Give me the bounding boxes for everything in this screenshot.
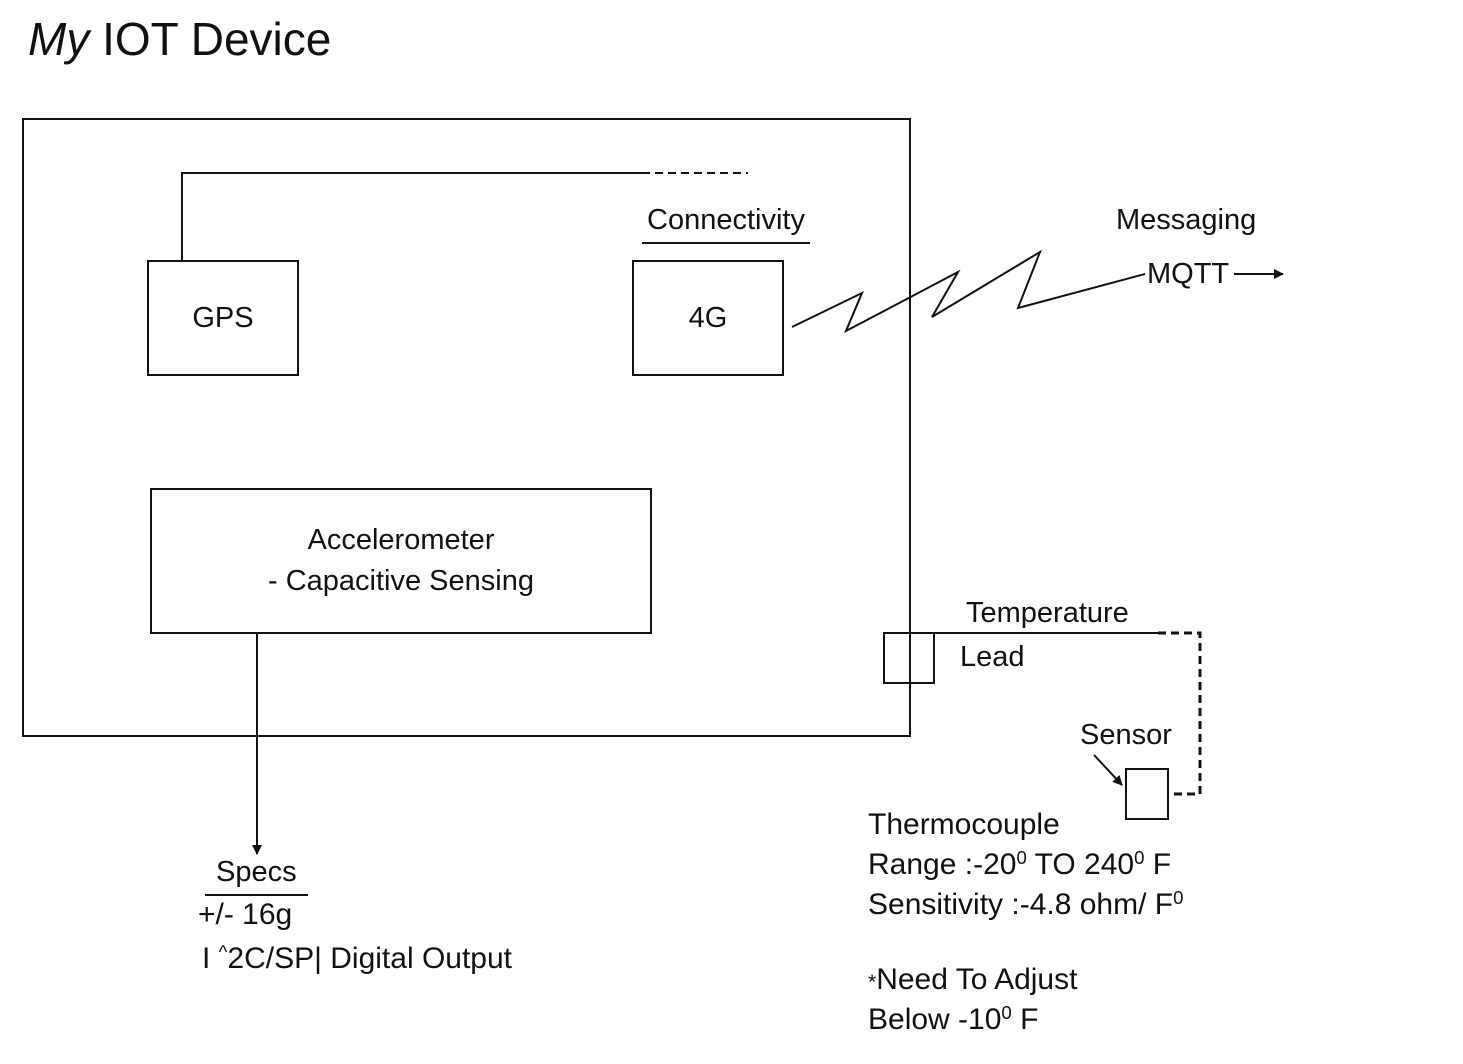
specs-line2-prefix: I [202, 942, 219, 975]
connectivity-heading: Connectivity [642, 204, 810, 244]
specs-line1: +/- 16g [198, 898, 293, 931]
range-mid: TO 240 [1026, 848, 1135, 881]
accelerometer-line1: Accelerometer [307, 524, 495, 557]
note-line2-prefix: Below -10 [868, 1003, 1002, 1036]
note-line1-text: Need To Adjust [876, 963, 1078, 996]
lead-label: Lead [960, 641, 1025, 673]
cellular-box [632, 260, 784, 376]
accelerometer-label: Accelerometer - Capacitive Sensing [151, 489, 651, 633]
gps-label: GPS [192, 301, 254, 334]
accelerometer-line2: - Capacitive Sensing [268, 565, 534, 597]
sensitivity-text: Sensitivity :-4.8 ohm/ F [868, 888, 1174, 921]
specs-line2-caret: ^ [218, 940, 228, 962]
specs-heading: Specs [205, 856, 308, 896]
gps-antenna-line [181, 172, 650, 261]
range-degree-1: 0 [1016, 846, 1027, 868]
device-enclosure [22, 118, 911, 737]
specs-line2: I ^2C/SP| Digital Output [202, 940, 512, 975]
wireless-link-zigzag [791, 249, 1146, 334]
range-suffix: F [1144, 848, 1172, 881]
connectivity-label: Connectivity [642, 204, 810, 244]
range-prefix: Range :-20 [868, 848, 1017, 881]
gps-box [147, 260, 299, 376]
adjust-note-line2: Below -100 F [868, 1001, 1039, 1036]
title-rest: IOT Device [102, 13, 332, 65]
page-title: My IOT Device [28, 16, 331, 62]
sensor-pointer [1093, 754, 1123, 786]
note-line2-degree: 0 [1001, 1001, 1012, 1023]
accelerometer-box [150, 488, 652, 634]
title-italic: My [28, 13, 90, 65]
sensitivity-degree: 0 [1173, 886, 1184, 908]
specs-label: Specs [205, 856, 308, 896]
messaging-label: Messaging [1116, 204, 1257, 236]
mqtt-label: MQTT [1147, 258, 1230, 290]
specs-line2-suffix: 2C/SP| Digital Output [227, 942, 512, 975]
cellular-label: 4G [688, 301, 728, 334]
thermocouple-range: Range :-200 TO 2400 F [868, 846, 1172, 881]
lead-connector [883, 632, 935, 684]
temperature-lead-dashed [1158, 631, 1202, 796]
thermocouple-type: Thermocouple [868, 808, 1060, 841]
adjust-note-line1: *Need To Adjust [868, 965, 1077, 995]
range-degree-2: 0 [1134, 846, 1145, 868]
note-star: * [868, 971, 877, 994]
sensor-box [1125, 768, 1169, 820]
temperature-label: Temperature [966, 597, 1129, 629]
thermocouple-sensitivity: Sensitivity :-4.8 ohm/ F0 [868, 886, 1184, 921]
sensor-label: Sensor [1080, 719, 1172, 751]
note-line2-suffix: F [1011, 1003, 1039, 1036]
